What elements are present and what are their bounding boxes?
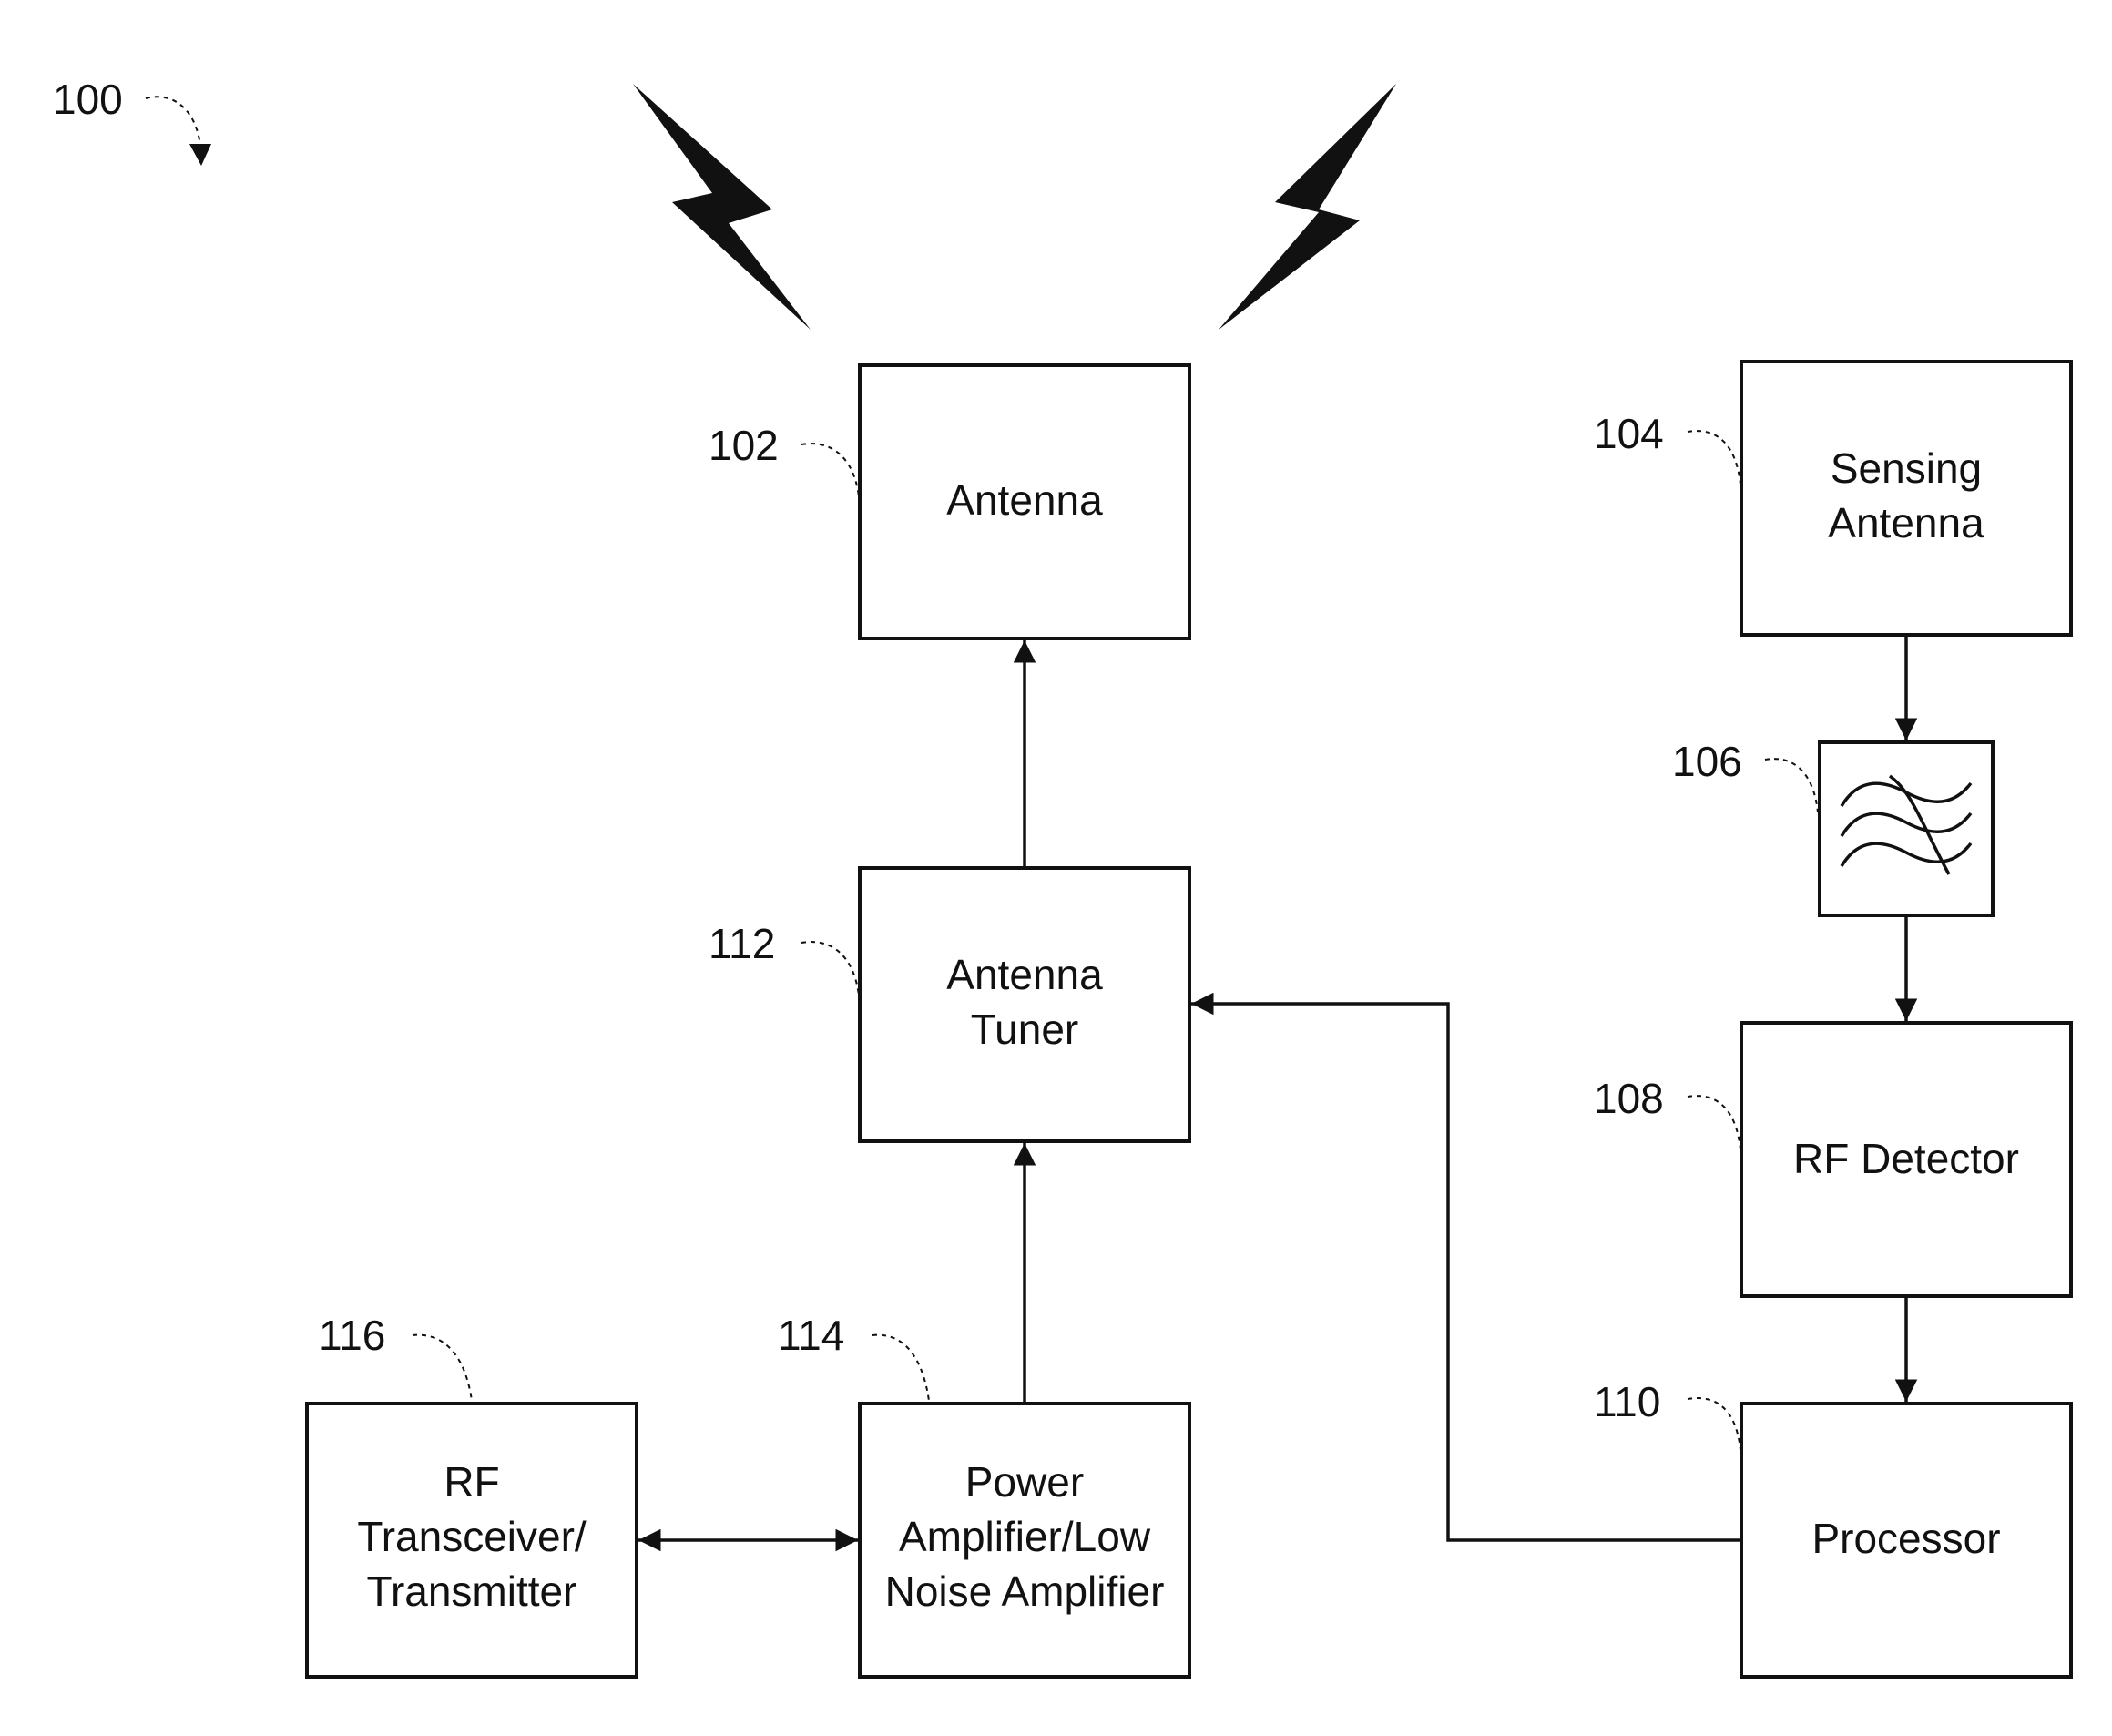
processor-ref-leader bbox=[1688, 1398, 1740, 1450]
power-amplifier-block: Power Amplifier/Low Noise Amplifier bbox=[860, 1404, 1189, 1677]
lightning-bolt-right-icon bbox=[1219, 84, 1396, 330]
sensing-antenna-box bbox=[1741, 362, 2071, 635]
sensing-antenna-label-line2: Antenna bbox=[1828, 499, 1984, 546]
figure-ref-leader bbox=[146, 97, 200, 146]
rf-detector-block: RF Detector bbox=[1741, 1023, 2071, 1296]
processor-ref: 110 bbox=[1594, 1378, 1660, 1425]
processor-block: Processor bbox=[1741, 1404, 2071, 1677]
antenna-tuner-box bbox=[860, 868, 1189, 1141]
antenna-tuner-ref-leader bbox=[801, 942, 859, 996]
rf-transceiver-label-line1: RF bbox=[444, 1458, 499, 1506]
rf-detector-ref: 108 bbox=[1594, 1075, 1664, 1122]
rf-transceiver-block: RF Transceiver/ Transmitter bbox=[307, 1404, 637, 1677]
rf-detector-label: RF Detector bbox=[1793, 1135, 2019, 1182]
figure-ref-arrowhead bbox=[189, 144, 211, 166]
sensing-antenna-ref: 104 bbox=[1594, 410, 1664, 457]
filter-block bbox=[1820, 742, 1993, 915]
antenna-ref: 102 bbox=[709, 422, 779, 469]
antenna-tuner-block: Antenna Tuner bbox=[860, 868, 1189, 1141]
rf-transceiver-ref-leader bbox=[413, 1335, 472, 1401]
filter-ref: 106 bbox=[1672, 738, 1742, 785]
filter-ref-leader bbox=[1765, 759, 1818, 812]
antenna-tuner-label-line1: Antenna bbox=[946, 951, 1103, 998]
rf-transceiver-label-line3: Transmitter bbox=[367, 1568, 577, 1615]
lightning-bolt-left-icon bbox=[633, 84, 811, 330]
power-amplifier-ref: 114 bbox=[778, 1312, 844, 1359]
power-amplifier-label-line1: Power bbox=[965, 1458, 1084, 1506]
antenna-tuner-ref: 112 bbox=[709, 920, 775, 967]
figure-ref-label: 100 bbox=[53, 76, 123, 123]
rf-transceiver-label-line2: Transceiver/ bbox=[357, 1513, 587, 1560]
antenna-tuner-label-line2: Tuner bbox=[971, 1006, 1078, 1053]
antenna-ref-leader bbox=[801, 444, 859, 496]
processor-label: Processor bbox=[1811, 1515, 2000, 1562]
power-amplifier-label-line3: Noise Amplifier bbox=[885, 1568, 1165, 1615]
sensing-antenna-ref-leader bbox=[1688, 431, 1740, 485]
power-amplifier-label-line2: Amplifier/Low bbox=[899, 1513, 1151, 1560]
antenna-block: Antenna bbox=[860, 365, 1189, 638]
power-amplifier-ref-leader bbox=[872, 1335, 929, 1401]
antenna-label: Antenna bbox=[946, 476, 1103, 524]
sensing-antenna-block: Sensing Antenna bbox=[1741, 362, 2071, 635]
rf-detector-ref-leader bbox=[1688, 1096, 1740, 1149]
rf-transceiver-ref: 116 bbox=[319, 1312, 385, 1359]
sensing-antenna-label-line1: Sensing bbox=[1831, 444, 1982, 492]
